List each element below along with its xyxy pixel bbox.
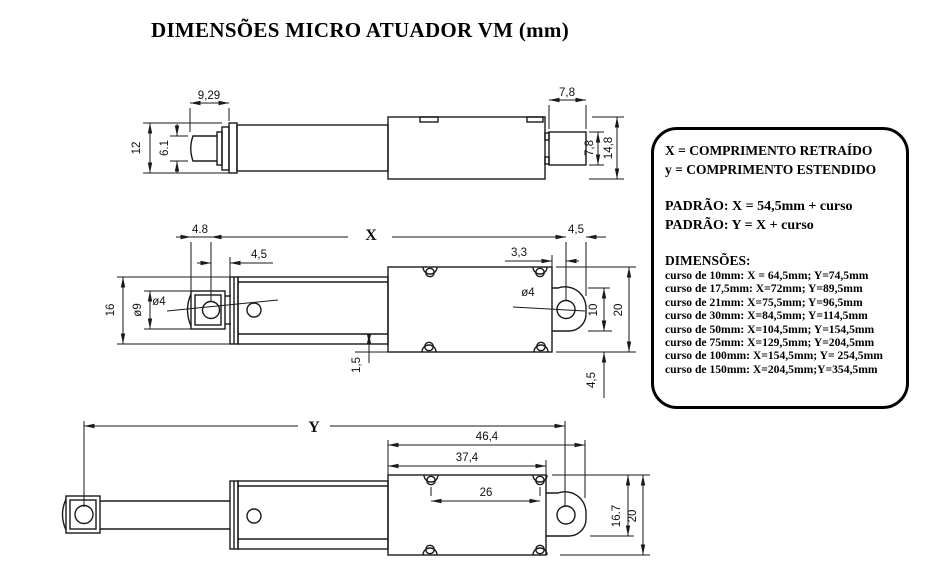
dim-label-hole-to-body: 4,5	[251, 249, 267, 261]
tube-hole	[246, 302, 262, 318]
piston-rod	[190, 135, 217, 162]
dim-label-rod-diameter: 6.1	[159, 140, 171, 156]
curso-line-75mm: curso de 75mm: X=129,5mm; Y=204,5mm	[665, 336, 875, 350]
dim-label-housing-length: 37,4	[456, 452, 479, 464]
dim-label-tube-width: 16	[105, 304, 117, 317]
dim-label-rear-hole-dia: ø4	[521, 287, 535, 299]
screw-notches	[422, 474, 548, 556]
legend-retracted: X = COMPRIMENTO RETRAÍDO	[665, 143, 873, 158]
legend-extended: y = COMPRIMENTO ESTENDIDO	[665, 162, 877, 177]
ear-hole	[556, 505, 576, 525]
clevis-hole	[74, 504, 94, 525]
front-cap-inner	[221, 126, 230, 171]
curso-line-100mm: curso de 100mm: X=154,5mm; Y= 254,5mm	[665, 349, 883, 363]
clevis-round-tip	[186, 293, 192, 327]
formula-x: PADRÃO: X = 54,5mm + curso	[665, 199, 853, 214]
dim-label-screw-hole-spacing: 26	[480, 487, 493, 499]
dim-label-ear-hole-to-edge: 4,5	[568, 224, 584, 236]
dimensions-heading: DIMENSÕES:	[665, 253, 751, 268]
curso-line-50mm: curso de 50mm: X=104,5mm; Y=154,5mm	[665, 322, 875, 336]
dim-label-body-width: 20	[627, 510, 639, 523]
curso-line-30mm: curso de 30mm: X=84,5mm; Y=114,5mm	[665, 309, 868, 323]
view-top-extended: Y 46,4 37,4 26 16.7 20	[61, 419, 650, 556]
dim-label-ear-offset: 4,5	[586, 372, 598, 388]
dim-label-ear-span: 16.7	[611, 505, 623, 527]
info-box: X = COMPRIMENTO RETRAÍDO y = COMPRIMENTO…	[651, 127, 909, 409]
dim-label-clevis-to-hole: 4.8	[192, 224, 208, 236]
clevis-inner	[69, 499, 97, 530]
rod-step	[216, 131, 223, 166]
rear-block	[548, 131, 587, 166]
outer-tube	[236, 124, 389, 172]
curso-line-10mm: curso de 10mm: X = 64,5mm; Y=74,5mm	[665, 269, 869, 282]
dim-label-rod-length: 9,29	[198, 90, 220, 102]
clevis-outer	[65, 495, 101, 534]
dim-label-rear-block-height: 7,8	[584, 140, 596, 156]
housing-tab-left	[419, 116, 439, 123]
dim-label-rear-block-length: 7,8	[559, 87, 575, 99]
front-cap-outer	[228, 122, 238, 174]
motor-housing	[387, 266, 553, 353]
curso-line-150mm: curso de 150mm: X=204,5mm;Y=354,5mm	[665, 362, 878, 376]
mounting-ear	[546, 491, 587, 537]
curso-line-17-5mm: curso de 17,5mm: X=72mm; Y=89,5mm	[665, 282, 863, 296]
dim-label-front-hole-dia: ø4	[152, 296, 166, 308]
dim-label-step: 1,5	[351, 357, 363, 373]
view-top-retracted: 4.8 4,5 X 3,3 4,5 16 ø9 ø4 ø4 10 20 1,5 …	[105, 224, 636, 398]
dim-label-housing-to-ear-edge: 46,4	[476, 431, 499, 443]
dim-label-ear-width: 10	[588, 304, 600, 317]
dim-label-rod-width: ø9	[132, 303, 144, 316]
dim-label-body-width: 20	[613, 304, 625, 317]
clevis-hole	[201, 300, 221, 320]
dim-label-body-to-ear-hole: 3,3	[511, 247, 527, 259]
formula-y: PADRÃO: Y = X + curso	[665, 218, 814, 233]
motor-housing	[387, 116, 546, 180]
clevis-inner	[194, 294, 222, 326]
page-title: DIMENSÕES MICRO ATUADOR VM (mm)	[150, 18, 570, 42]
label-extended-length-y: Y	[308, 419, 320, 436]
clevis-round-tip	[61, 498, 67, 531]
tube-hole	[246, 508, 262, 524]
dim-label-housing-height: 14,8	[603, 137, 615, 159]
screw-notches	[421, 266, 549, 353]
housing-tab-right	[526, 116, 544, 123]
view-side-retracted: 9,29 12 6.1 7,8 7,8 14,8	[131, 87, 624, 180]
clevis-outer	[190, 290, 226, 330]
label-retracted-length-x: X	[365, 227, 377, 244]
motor-housing	[387, 474, 547, 556]
dim-label-front-cap-height: 12	[131, 142, 143, 155]
curso-line-21mm: curso de 21mm: X=75,5mm; Y=96,5mm	[665, 295, 863, 309]
